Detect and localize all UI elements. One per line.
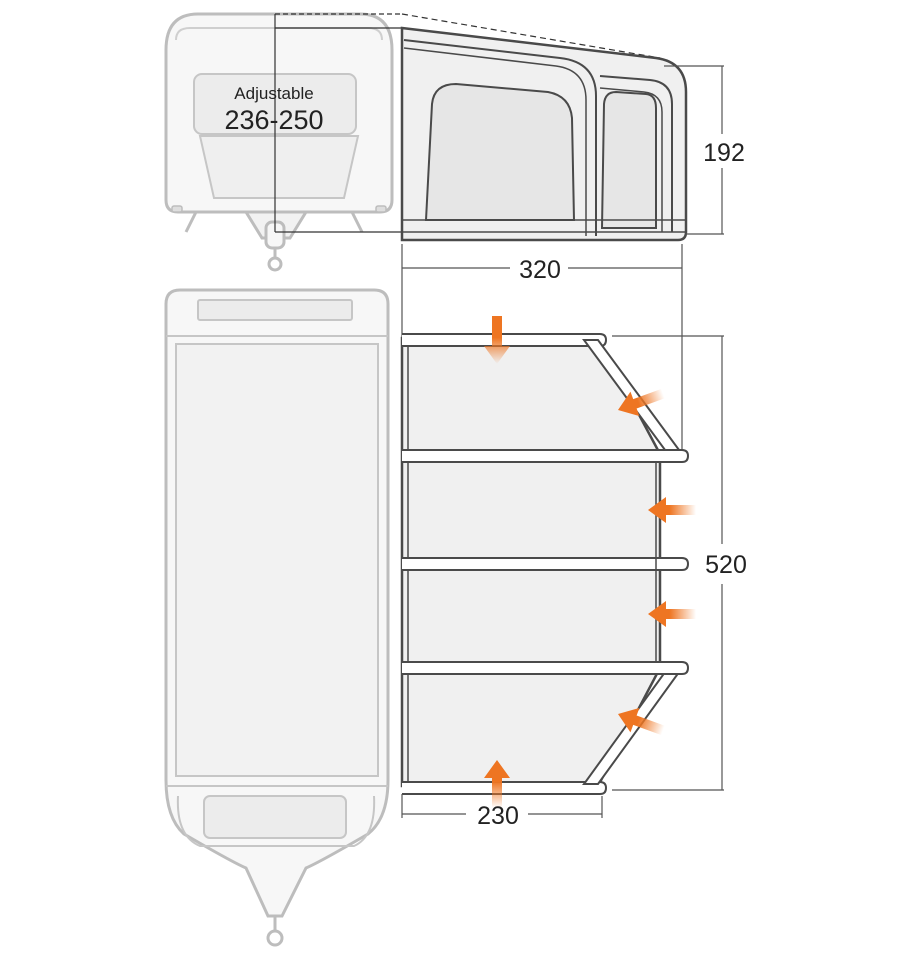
depth-dimension <box>612 335 724 791</box>
front-width-label: 230 <box>477 802 519 830</box>
width-label: 320 <box>519 256 561 284</box>
airflow-arrow-top <box>484 316 510 364</box>
height-label: 192 <box>703 139 745 167</box>
airflow-arrows <box>484 316 696 808</box>
front-width-dimension <box>401 794 603 818</box>
awning-plan-view <box>400 333 690 795</box>
caravan-top-view <box>164 288 390 947</box>
adjustable-range-label: 236-250 <box>224 105 323 135</box>
adjustable-label: Adjustable <box>234 84 313 103</box>
depth-label: 520 <box>705 551 747 579</box>
adjustable-height-guides <box>274 13 661 233</box>
awning-side-view <box>400 26 688 242</box>
caravan-front-view <box>164 12 394 272</box>
height-dimension <box>664 65 724 235</box>
